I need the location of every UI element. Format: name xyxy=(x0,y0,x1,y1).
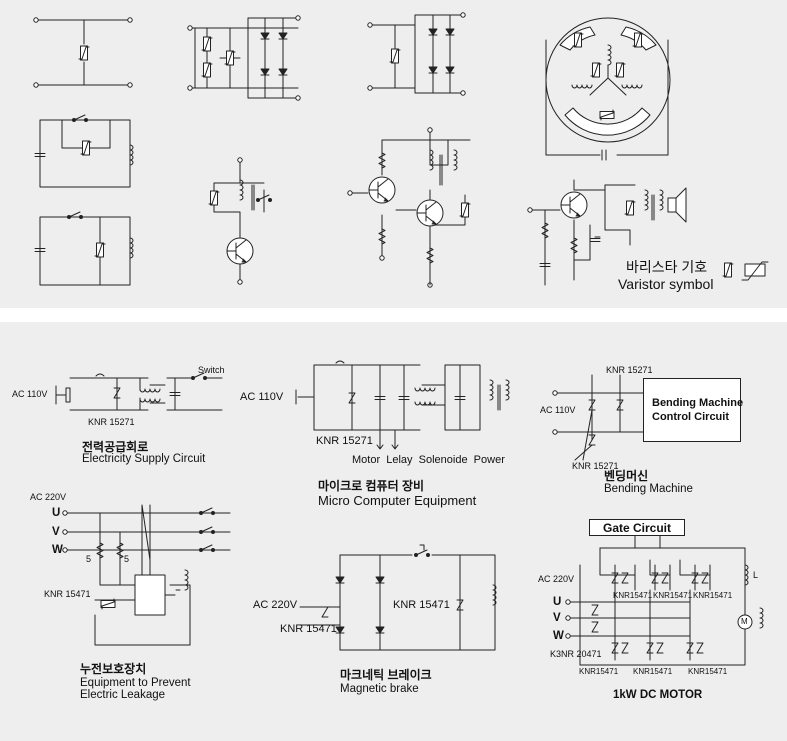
bending-part-bottom-label: KNR 15271 xyxy=(572,461,619,471)
motor-inductor-label: L xyxy=(753,570,759,580)
varistor-symbol-icons xyxy=(722,261,769,281)
top-circuit-speaker xyxy=(527,179,687,286)
top-circuit-transistor-pair xyxy=(347,127,471,288)
supply-title-korean: 전력공급회로 xyxy=(82,440,149,454)
computer-outputs-label: Motor Lelay Solenoide Power xyxy=(352,454,505,466)
supply-title-english: Electricity Supply Circuit xyxy=(82,453,206,465)
bending-title-korean: 벤딩머신 xyxy=(604,469,649,483)
top-circuit-relay-1 xyxy=(34,114,134,188)
gate-circuit-box: Gate Circuit xyxy=(589,519,685,536)
leakage-phase-v: V xyxy=(52,526,60,538)
bending-part-top-label: KNR 15271 xyxy=(606,365,653,375)
brake-title-korean: 마크네틱 브레이크 xyxy=(340,668,432,682)
motor-phase-v: V xyxy=(553,612,561,624)
supply-ac-label: AC 110V xyxy=(12,389,48,399)
motor-upper-part-3: KNR15471 xyxy=(693,591,733,600)
top-circuit-1 xyxy=(33,17,133,88)
brake-circuit xyxy=(299,544,497,651)
motor-phase-w: W xyxy=(553,630,564,642)
brake-part-right-label: KNR 15471 xyxy=(393,599,450,611)
supply-switch-label: Switch xyxy=(198,365,225,375)
bending-title-english: Bending Machine xyxy=(604,483,693,495)
motor-ac-label: AC 220V xyxy=(538,574,575,584)
bending-box-line2: Control Circuit xyxy=(652,411,729,423)
leakage-title-korean: 누전보호장치 xyxy=(80,662,147,676)
motor-upper-part-1: KNR15471 xyxy=(613,591,653,600)
varistor-symbol-english: Varistor symbol xyxy=(618,276,714,292)
leakage-resistor-1-label: 5 xyxy=(86,554,92,564)
brake-title-english: Magnetic brake xyxy=(340,683,419,695)
leakage-resistor-2-label: 5 xyxy=(124,554,130,564)
motor-k3nr-label: K3NR 20471 xyxy=(550,649,602,659)
gate-circuit-label: Gate Circuit xyxy=(602,521,671,535)
computer-circuit xyxy=(295,360,510,450)
bending-box-line1: Bending Machine xyxy=(652,397,744,409)
leakage-part-label: KNR 15471 xyxy=(44,589,91,599)
computer-title-korean: 마이크로 컴퓨터 장비 xyxy=(318,479,425,493)
motor-symbol-label: M xyxy=(741,617,748,626)
leakage-circuit xyxy=(62,504,231,646)
top-circuit-relay-2 xyxy=(34,211,134,286)
computer-ac-label: AC 110V xyxy=(240,391,284,403)
top-circuit-transistor-relay xyxy=(208,157,272,285)
bending-ac-label: AC 110V xyxy=(540,405,576,415)
supply-circuit xyxy=(55,372,223,411)
brake-part-left-label: KNR 15471 xyxy=(280,623,337,635)
leakage-ac-label: AC 220V xyxy=(30,492,67,502)
motor-title: 1kW DC MOTOR xyxy=(613,689,703,701)
motor-lower-part-2: KNR15471 xyxy=(633,667,673,676)
leakage-title-english-2: Electric Leakage xyxy=(80,689,166,701)
motor-upper-part-2: KNR15471 xyxy=(653,591,693,600)
bending-control-box: Bending Machine Control Circuit xyxy=(643,378,744,442)
motor-phase-u: U xyxy=(553,596,562,608)
computer-title-english: Micro Computer Equipment xyxy=(318,493,477,508)
leakage-phase-w: W xyxy=(52,544,63,556)
motor-lower-part-1: KNR15471 xyxy=(579,667,619,676)
top-circuit-motor-stator xyxy=(545,17,671,161)
computer-part-label: KNR 15271 xyxy=(316,435,373,447)
brake-ac-label: AC 220V xyxy=(253,599,298,611)
top-circuit-3 xyxy=(367,12,466,96)
supply-part-label: KNR 15271 xyxy=(88,417,135,427)
leakage-phase-u: U xyxy=(52,507,61,519)
leakage-title-english-1: Equipment to Prevent xyxy=(80,677,191,689)
motor-circuit xyxy=(565,535,764,666)
varistor-symbol-korean: 바리스타 기호 xyxy=(626,259,708,275)
top-circuit-2 xyxy=(187,15,301,101)
bending-circuit xyxy=(552,374,644,461)
motor-lower-part-3: KNR15471 xyxy=(688,667,728,676)
